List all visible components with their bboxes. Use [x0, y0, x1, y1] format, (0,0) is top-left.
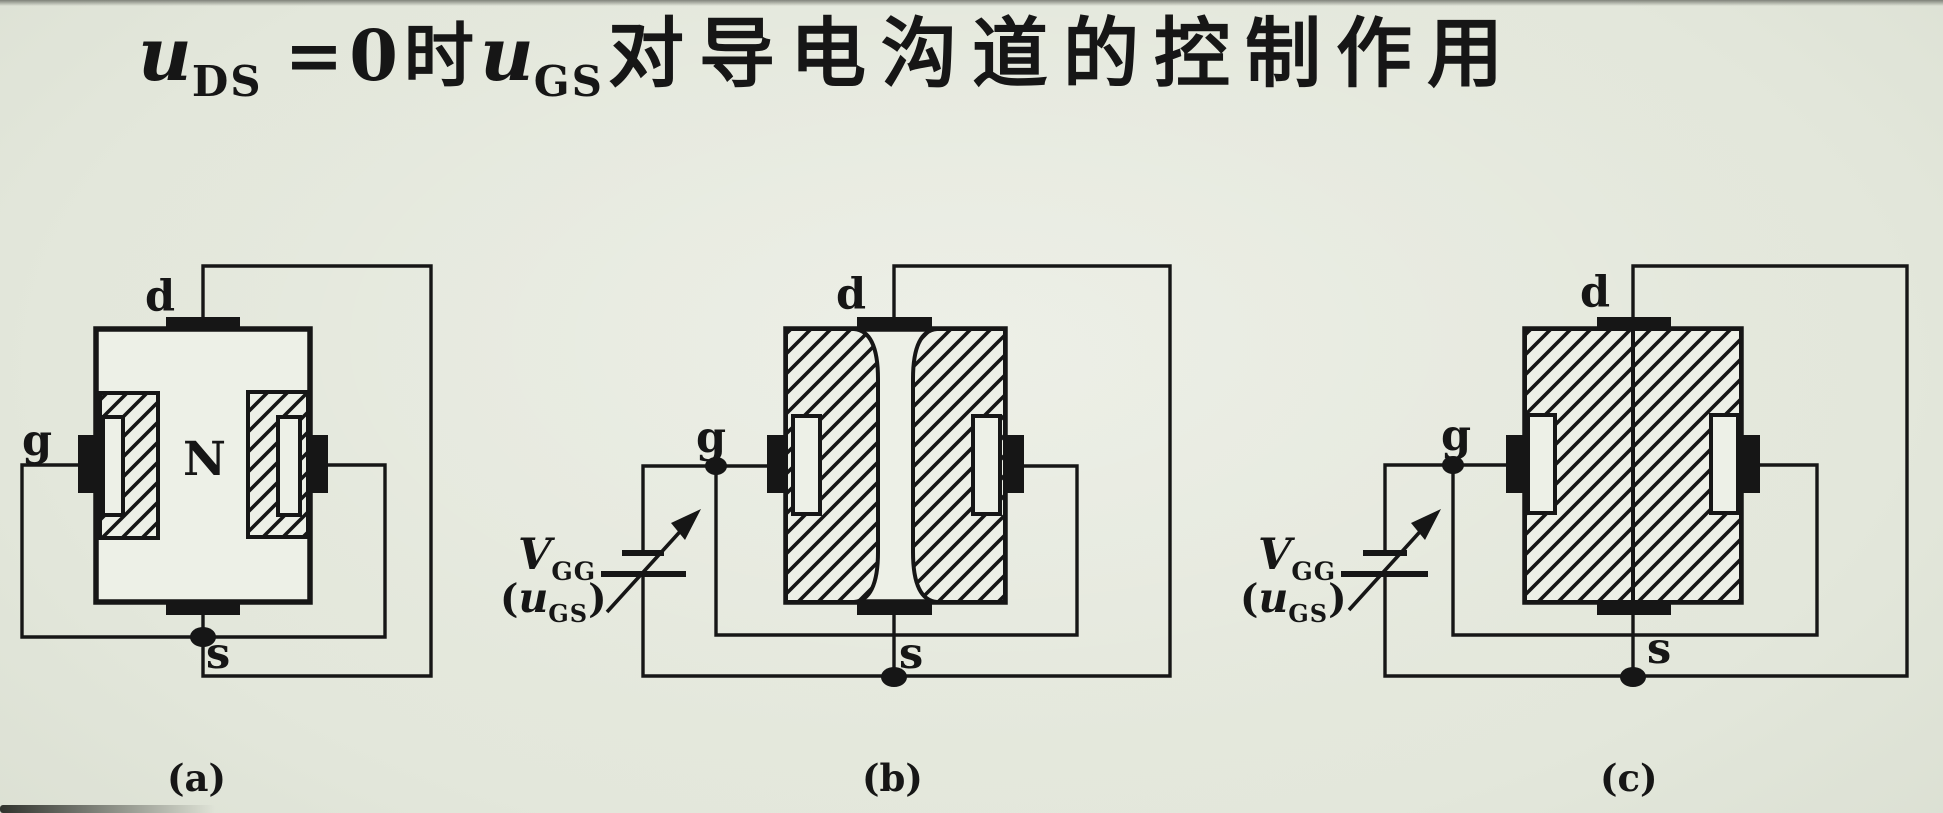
caption-c: (c)	[1600, 756, 1658, 800]
ugs-label-b: (uGS)	[500, 578, 607, 626]
vgg-subscript-b: GG	[551, 557, 597, 586]
title-tail: 对导电沟道的控制作用	[607, 9, 1518, 98]
battery-symbol-c	[1341, 509, 1441, 612]
drain-contact-c	[1597, 317, 1671, 330]
gate-junction-right-c	[1709, 413, 1740, 515]
source-label-a: s	[206, 629, 231, 679]
ugs-label-c: (uGS)	[1240, 578, 1347, 626]
ugs-symbol-c: u	[1258, 574, 1289, 622]
vgg-label-b: VGG	[518, 534, 597, 586]
depletion-region-left-b	[784, 327, 880, 604]
vgg-symbol-b: V	[518, 530, 552, 580]
source-contact-c	[1597, 601, 1671, 615]
caption-b: (b)	[862, 756, 923, 800]
drain-label-a: d	[145, 272, 176, 322]
title-sub-gs: GS	[533, 57, 604, 106]
gate-junction-right-a	[276, 415, 302, 517]
source-contact-b	[857, 601, 932, 615]
ugs-subscript-b: GS	[548, 599, 589, 628]
ugs-close-paren-c: )	[1328, 576, 1347, 622]
gate-junction-right-b	[971, 414, 1002, 516]
drain-label-c: d	[1580, 268, 1611, 318]
gate-node-dot-c	[1442, 456, 1464, 474]
gate-contact-left-a	[78, 435, 97, 493]
gate-junction-left-c	[1526, 413, 1557, 515]
ugs-symbol-b: u	[518, 574, 549, 622]
title-sub-ds: DS	[191, 57, 263, 106]
gate-node-dot-b	[705, 457, 727, 475]
gate-label-b: g	[696, 413, 727, 463]
ugs-subscript-c: GS	[1288, 599, 1329, 628]
battery-symbol-b	[601, 509, 701, 614]
source-label-b: s	[899, 629, 924, 679]
gate-label-c: g	[1441, 411, 1472, 461]
wire-drain-source-loop-a	[201, 264, 433, 678]
depletion-region-right-b	[911, 327, 1007, 604]
title-u-ds: u	[138, 12, 192, 98]
drain-contact-b	[857, 317, 932, 330]
slide-bottom-edge-artifact	[0, 805, 215, 813]
drain-label-b: d	[836, 270, 867, 320]
caption-a: (a)	[167, 756, 226, 800]
source-node-dot-a	[190, 627, 216, 647]
wire-gate-interconnect-c	[1451, 463, 1819, 637]
ugs-open-paren-b: (	[500, 576, 519, 622]
source-label-c: s	[1647, 624, 1672, 674]
drain-contact-a	[166, 317, 240, 330]
wire-gate-interconnect-b	[714, 464, 1079, 637]
vgg-subscript-c: GG	[1291, 557, 1337, 586]
vgg-label-c: VGG	[1258, 534, 1337, 586]
vgg-symbol-c: V	[1258, 530, 1292, 580]
gate-contact-left-b	[767, 435, 786, 493]
gate-contact-right-a	[309, 435, 328, 493]
gate-contact-right-c	[1741, 435, 1760, 493]
gate-contact-right-b	[1005, 435, 1024, 493]
wire-gate-to-battery-c	[1383, 463, 1633, 678]
diagram-b	[601, 264, 1172, 687]
variable-arrow-head-b	[671, 509, 701, 540]
ugs-open-paren-c: (	[1240, 576, 1259, 622]
source-node-dot-b	[881, 667, 907, 687]
ugs-close-paren-b: )	[588, 576, 607, 622]
variable-arrow-head-c	[1411, 509, 1441, 540]
gate-contact-left-c	[1506, 435, 1525, 493]
slide-top-edge	[0, 0, 1943, 6]
source-contact-a	[166, 601, 240, 615]
variable-arrow-shaft-b	[605, 523, 688, 614]
channel-type-label-a: N	[183, 432, 227, 487]
title-equals-0: =0时	[284, 14, 480, 97]
gate-junction-left-b	[791, 414, 822, 516]
slide-title: uDS=0时uGS对导电沟道的控制作用	[138, 8, 1518, 106]
wire-drain-source-loop-b	[892, 264, 1172, 678]
wire-drain-source-loop-c	[1631, 264, 1909, 678]
title-u-gs: u	[479, 12, 534, 98]
source-node-dot-c	[1620, 667, 1646, 687]
gate-label-a: g	[22, 416, 53, 466]
diagram-a	[20, 264, 433, 678]
diagram-c	[1341, 264, 1909, 687]
variable-arrow-shaft-c	[1347, 523, 1428, 612]
gate-junction-left-a	[101, 415, 125, 517]
